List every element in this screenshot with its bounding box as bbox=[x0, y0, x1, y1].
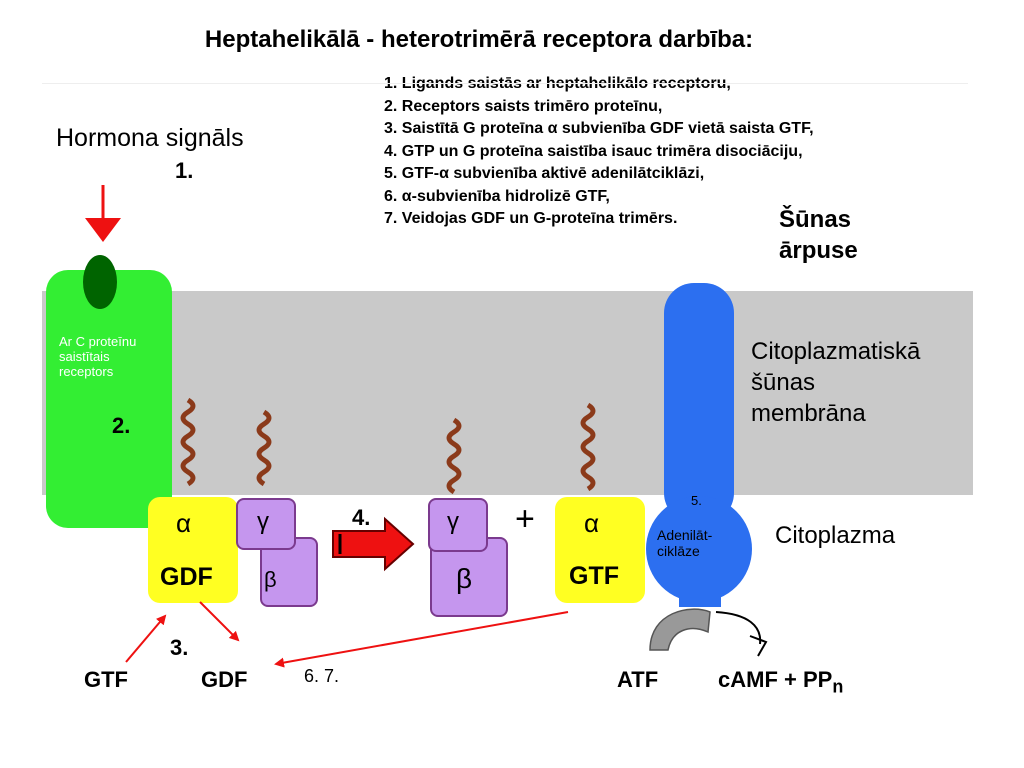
membrane-label-3: membrāna bbox=[751, 400, 866, 427]
steps-list: 1. Ligands saistās ar heptahelikālo rece… bbox=[384, 73, 814, 231]
lipid-anchor bbox=[446, 417, 462, 495]
gtf-in-arrow-icon bbox=[125, 614, 167, 663]
cell-membrane bbox=[42, 291, 973, 495]
dissociation-arrow-icon bbox=[332, 516, 415, 572]
cell-outside-label-2: ārpuse bbox=[779, 237, 858, 264]
signal-arrow-icon bbox=[85, 185, 121, 242]
step-item: 2. Receptors saists trimēro proteīnu, bbox=[384, 97, 663, 115]
alpha-label: α bbox=[176, 508, 192, 538]
alpha-subunit-gdf bbox=[148, 497, 238, 603]
receptor-label-line: Ar C proteīnu bbox=[59, 334, 137, 349]
cell-outside-label-1: Šūnas bbox=[779, 206, 852, 233]
receptor-label-line: saistītais bbox=[59, 349, 110, 364]
lipid-anchor bbox=[256, 409, 272, 487]
step5-label: 5. bbox=[691, 493, 702, 508]
adenylate-cyclase-label-line: Adenilāt- bbox=[657, 527, 713, 543]
alpha-subunit-gtf bbox=[555, 497, 645, 603]
gamma-subunit bbox=[236, 498, 296, 550]
adenylate-cyclase-label: Adenilāt- ciklāze bbox=[657, 527, 712, 559]
cytoplasm-label: Citoplazma bbox=[775, 522, 896, 549]
camf-label: cAMF + PPn bbox=[718, 667, 843, 697]
lipid-anchors bbox=[180, 397, 596, 495]
step3-label: 3. bbox=[170, 635, 189, 660]
camf-subscript: n bbox=[832, 676, 844, 697]
hydrolysis-arrow-icon bbox=[274, 611, 569, 668]
membrane-label-2: šūnas bbox=[751, 369, 816, 396]
step-item: 4. GTP un G proteīna saistība isauc trim… bbox=[384, 142, 803, 160]
step2-label: 2. bbox=[112, 413, 131, 438]
lipid-anchor bbox=[580, 402, 596, 492]
receptor-label-line: receptors bbox=[59, 364, 114, 379]
ligand bbox=[83, 255, 117, 309]
gtf-label: GTF bbox=[569, 562, 619, 590]
hormone-signal-label: Hormona signāls bbox=[56, 124, 244, 152]
lipid-anchor bbox=[180, 397, 196, 487]
atf-label: ATF bbox=[617, 667, 659, 692]
atp-conversion-arrow-icon bbox=[649, 608, 768, 657]
adenylate-cyclase bbox=[646, 283, 752, 607]
gdf-out-arrow-icon bbox=[199, 601, 240, 642]
step4-label: 4. bbox=[352, 505, 371, 530]
plus-sign: + bbox=[515, 500, 535, 538]
receptor-label: Ar C proteīnu saistītais receptors bbox=[59, 334, 136, 379]
gdf-label: GDF bbox=[160, 563, 213, 591]
gpcr-receptor bbox=[46, 270, 172, 528]
beta-label: β bbox=[456, 563, 473, 594]
step-item: 6. α-subvienība hidrolizē GTF, bbox=[384, 187, 610, 205]
beta-label: β bbox=[264, 567, 277, 592]
page-title: Heptahelikālā - heterotrimērā receptora … bbox=[204, 26, 754, 53]
membrane-label-1: Citoplazmatiskā bbox=[751, 338, 921, 365]
gdf-bottom-label: GDF bbox=[201, 667, 248, 692]
gamma-label: γ bbox=[447, 508, 459, 535]
divider bbox=[42, 83, 968, 84]
step-item: 7. Veidojas GDF un G-proteīna trimērs. bbox=[384, 210, 678, 227]
gamma-subunit bbox=[428, 498, 488, 552]
alpha-label: α bbox=[584, 508, 600, 538]
camf-text: cAMF + PP bbox=[718, 667, 833, 692]
adenylate-cyclase-label-line: ciklāze bbox=[657, 543, 700, 559]
step1-label: 1. bbox=[175, 158, 194, 183]
gtf-bottom-label: GTF bbox=[84, 667, 128, 692]
step-item: 3. Saistītā G proteīna α subvienība GDF … bbox=[384, 120, 814, 137]
gamma-label: γ bbox=[257, 508, 269, 535]
step-item: 5. GTF-α subvienība aktivē adenilātciklā… bbox=[384, 165, 705, 182]
step67-label: 6. 7. bbox=[304, 666, 340, 686]
